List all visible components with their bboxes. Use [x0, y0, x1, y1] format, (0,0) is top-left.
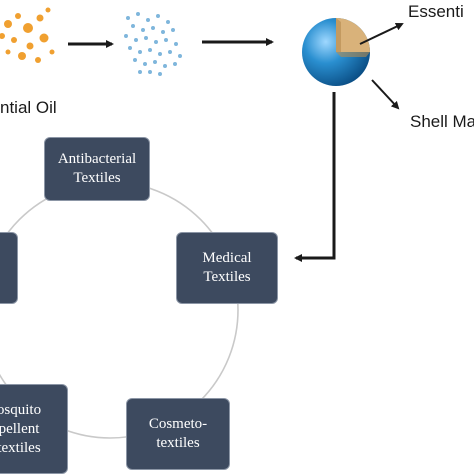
cosmeto-textiles-label: Cosmeto- textiles [148, 416, 208, 451]
microcapsule-icon [302, 18, 370, 86]
shell-material-label: Shell Ma [410, 112, 474, 131]
essential-oil-core-label: Essenti [408, 2, 464, 21]
mosquito-repellent-textiles-label: osquito pellent textiles [0, 401, 42, 456]
essential-oil-droplets-icon [0, 7, 55, 63]
shell-pointer-arrow [371, 79, 400, 110]
medical-textiles-box: Medical Textiles [176, 232, 278, 304]
unlabeled-textiles-box [0, 232, 18, 304]
essential-oil-label: ntial Oil [0, 98, 57, 117]
antibacterial-textiles-box: Antibacterial Textiles [44, 137, 150, 201]
antibacterial-textiles-label: Antibacterial Textiles [57, 151, 137, 186]
micro-droplets-icon [124, 12, 182, 76]
capsule-to-medical-arrow [294, 92, 336, 262]
core-pointer-arrow [359, 22, 404, 45]
mosquito-repellent-textiles-box: osquito pellent textiles [0, 384, 68, 474]
medical-textiles-label: Medical Textiles [202, 250, 252, 285]
cosmeto-textiles-box: Cosmeto- textiles [126, 398, 230, 470]
